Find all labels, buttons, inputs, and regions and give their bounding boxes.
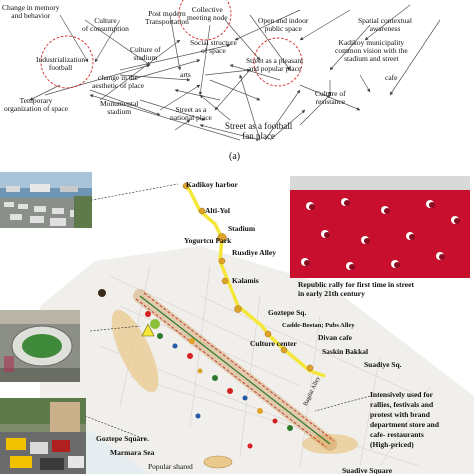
node-change-aesthetic: change in the aesthetic of place xyxy=(92,73,145,90)
label-suadive-square: Suadive Square xyxy=(342,466,393,474)
label-popular-shared: Popular shared xyxy=(148,462,193,471)
rally-caption: Republic rally for first time in street … xyxy=(298,280,414,298)
concept-network-lines xyxy=(29,0,441,141)
label-kalamis: Kalamis xyxy=(232,276,259,285)
node-industrialization: Industrialization football xyxy=(36,55,86,72)
label-divan-cafe: Divan cafe xyxy=(318,333,352,342)
photo-kadikoy-harbor xyxy=(0,172,92,228)
photo-stadium xyxy=(0,310,80,382)
node-cafe: cafe xyxy=(385,73,398,82)
map-panel: Kadikoy harbor Alti-Yol Stadium Yogurtcu… xyxy=(0,166,474,474)
label-goztepe-square: Goztepe Square xyxy=(96,434,147,443)
label-goztepe-sq: Goztepe Sq. xyxy=(268,308,307,317)
node-spatial-contextual: Spatial contextual awareness xyxy=(358,16,412,33)
figure-caption-a: (a) xyxy=(229,151,241,162)
label-kadikoy-harbor: Kadikoy harbor xyxy=(186,180,238,189)
label-rusdiye-alley: Rusdiye Alley xyxy=(232,248,276,257)
label-stadium: Stadium xyxy=(228,224,256,233)
node-culture-consumption: Culture of consumption xyxy=(82,16,129,33)
highlight-circle-street-pleasant xyxy=(253,37,303,87)
label-culture-center: Culture center xyxy=(250,339,297,348)
node-collective: Collective meeting node xyxy=(187,5,228,22)
highlight-circle-industrialization xyxy=(40,35,94,89)
label-caddebostan: Cadde-Bostan; Pubs Alley xyxy=(282,322,355,329)
node-change-memory: Change in memory and behavior xyxy=(2,3,60,20)
node-culture-stadium: Culture of stadium xyxy=(130,45,161,62)
label-alti-yol: Alti-Yol xyxy=(205,206,230,215)
label-yogurtcu-park: Yogurtcu Park xyxy=(184,236,232,245)
node-temporary-org: Temporary organization of space xyxy=(4,96,69,113)
label-marmara-sea: Marmara Sea xyxy=(110,448,155,457)
node-culture-resistance: Culture of resistance xyxy=(315,89,346,106)
node-street-national: Street as a national place xyxy=(170,105,212,122)
label-saskin-bakkal: Saskin Bakkal xyxy=(322,347,369,356)
highlight-circle-collective xyxy=(178,0,232,41)
node-monumental-stadium: Monumental stadium xyxy=(100,99,139,116)
node-open-indoor: Open and indoor public space xyxy=(258,16,309,33)
node-kadikoy-municipality: Kadikoy municipality common vision with … xyxy=(335,38,408,63)
node-street-pleasant: Street as a pleasant and popular place xyxy=(246,56,304,73)
node-social-structure: Social structure of space xyxy=(190,38,237,55)
photo-republic-rally xyxy=(290,176,470,278)
node-street-football: Street as a football fan place xyxy=(225,121,293,141)
node-post-modern: Post modern Transportation xyxy=(145,9,189,26)
label-suadiye-sq: Suadiye Sq. xyxy=(364,360,402,369)
usage-caption: Intensively used for rallies, festivals … xyxy=(370,390,440,449)
node-arts: arts xyxy=(180,70,191,79)
photo-goztepe-square xyxy=(0,398,86,474)
street-map xyxy=(40,182,474,474)
